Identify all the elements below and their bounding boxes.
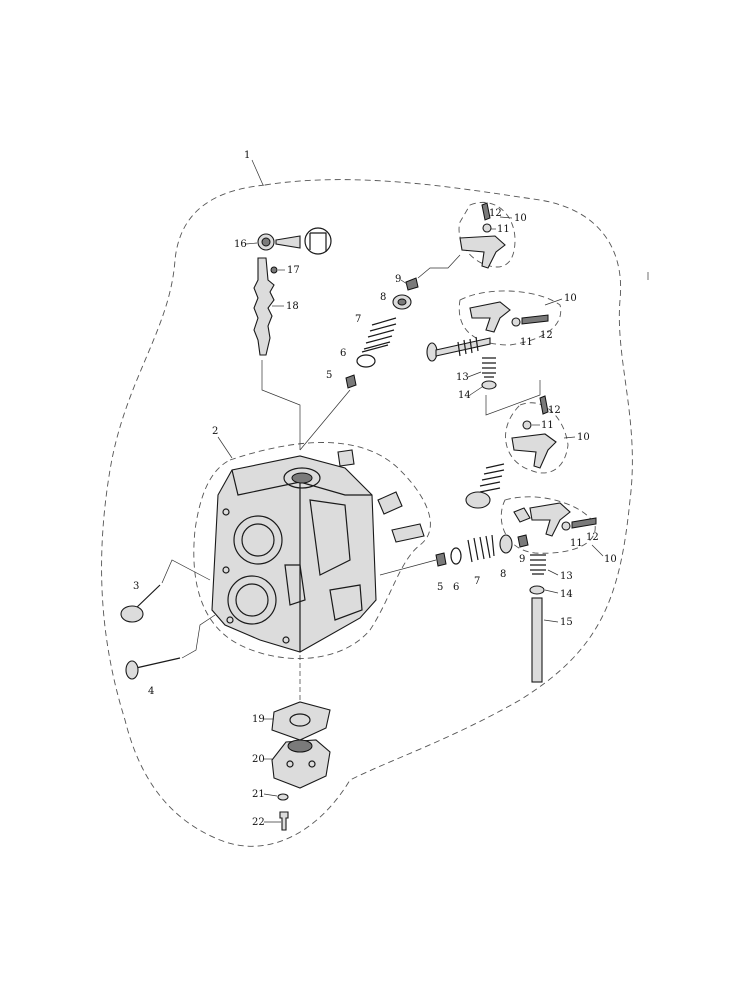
adjust-screw-12a [481, 202, 491, 221]
washer-21 [277, 793, 289, 801]
guide-mid [377, 491, 403, 515]
rocker-arm-c [511, 395, 557, 469]
label-8a: 8 [380, 292, 386, 303]
adjust-screw-12b [521, 314, 549, 325]
label-12d: 12 [586, 532, 599, 543]
nut-11a [482, 223, 492, 233]
housing-20 [271, 739, 331, 789]
rocker-10c [511, 433, 557, 469]
spring-13a [482, 357, 496, 378]
label-12c: 12 [548, 405, 561, 416]
valve-spring-lower [465, 463, 505, 509]
label-6a: 6 [340, 348, 346, 359]
bolt-22 [279, 811, 289, 831]
label-14b: 14 [560, 589, 573, 600]
head-outline [193, 442, 431, 659]
label-13b: 13 [560, 571, 573, 582]
nut-11c [522, 420, 532, 430]
port-upper [233, 515, 283, 565]
seat-6b [450, 547, 462, 565]
label-9b: 9 [519, 554, 525, 565]
leader-1 [251, 159, 264, 186]
label-13a: 13 [456, 372, 469, 383]
upper-valve-train [345, 277, 419, 389]
lower-valve-train [435, 534, 529, 567]
push-rod-15 [531, 597, 543, 683]
camshaft-group [253, 227, 332, 356]
retainer-8b [499, 534, 513, 554]
guide-lower [391, 523, 425, 543]
label-10d: 10 [604, 554, 617, 565]
rocker-outline-d [500, 496, 596, 554]
label-11c: 11 [541, 420, 554, 431]
rocker-10a [459, 235, 506, 269]
keeper-9 [405, 277, 419, 291]
label-9a: 9 [395, 274, 401, 285]
label-11b: 11 [520, 337, 533, 348]
label-12b: 12 [540, 330, 553, 341]
gasket-19 [271, 701, 331, 741]
rocker-10b [469, 301, 511, 333]
label-17: 17 [287, 265, 300, 276]
label-7b: 7 [474, 576, 480, 587]
label-11d: 11 [570, 538, 583, 549]
seal-5b [435, 552, 447, 567]
rocker-arm-top [459, 202, 506, 269]
pin-17 [270, 266, 278, 274]
seal-5 [345, 374, 357, 389]
label-10c: 10 [577, 432, 590, 443]
spring-7 [361, 317, 397, 353]
seat-14a [481, 380, 497, 390]
seat-14b [529, 585, 545, 595]
camshaft-18 [253, 257, 275, 356]
assembly-outline [101, 179, 633, 847]
rocker-arm-d [513, 502, 597, 537]
label-19: 19 [252, 714, 265, 725]
label-12a: 12 [489, 208, 502, 219]
label-16: 16 [234, 239, 247, 250]
label-22: 22 [252, 817, 265, 828]
valve-4 [125, 657, 181, 680]
label-10a: 10 [514, 213, 527, 224]
label-1: 1 [244, 150, 250, 161]
label-4: 4 [148, 686, 154, 697]
label-20: 20 [252, 754, 265, 765]
detail-circle [304, 227, 332, 255]
label-5b: 5 [437, 582, 443, 593]
label-6b: 6 [453, 582, 459, 593]
label-14a: 14 [458, 390, 471, 401]
spring-13b [530, 554, 546, 575]
valve-3 [120, 584, 161, 623]
valve-spring-upper [426, 336, 497, 390]
adjust-screw-12c [539, 395, 549, 415]
port-lower [227, 575, 277, 625]
cylinder-head-2 [211, 455, 377, 653]
rocker-10d [529, 502, 571, 537]
label-15: 15 [560, 617, 573, 628]
label-18: 18 [286, 301, 299, 312]
spring-7b [467, 534, 495, 563]
label-8b: 8 [500, 569, 506, 580]
label-21: 21 [252, 789, 265, 800]
label-3: 3 [133, 581, 139, 592]
label-2: 2 [212, 426, 218, 437]
label-11a: 11 [497, 224, 510, 235]
keeper-9b [517, 534, 529, 548]
rocker-outline-c [505, 402, 569, 474]
nut-11d [561, 521, 571, 531]
nut-11b [511, 317, 521, 327]
label-5a: 5 [326, 370, 332, 381]
guide-upper [337, 449, 355, 467]
rocker-arm-b [469, 301, 549, 333]
rocker-outline-a [458, 202, 516, 268]
adjust-screw-12d [571, 517, 597, 529]
spark-bore [283, 467, 321, 489]
label-7a: 7 [355, 314, 361, 325]
seat-6 [356, 354, 376, 368]
label-10b: 10 [564, 293, 577, 304]
